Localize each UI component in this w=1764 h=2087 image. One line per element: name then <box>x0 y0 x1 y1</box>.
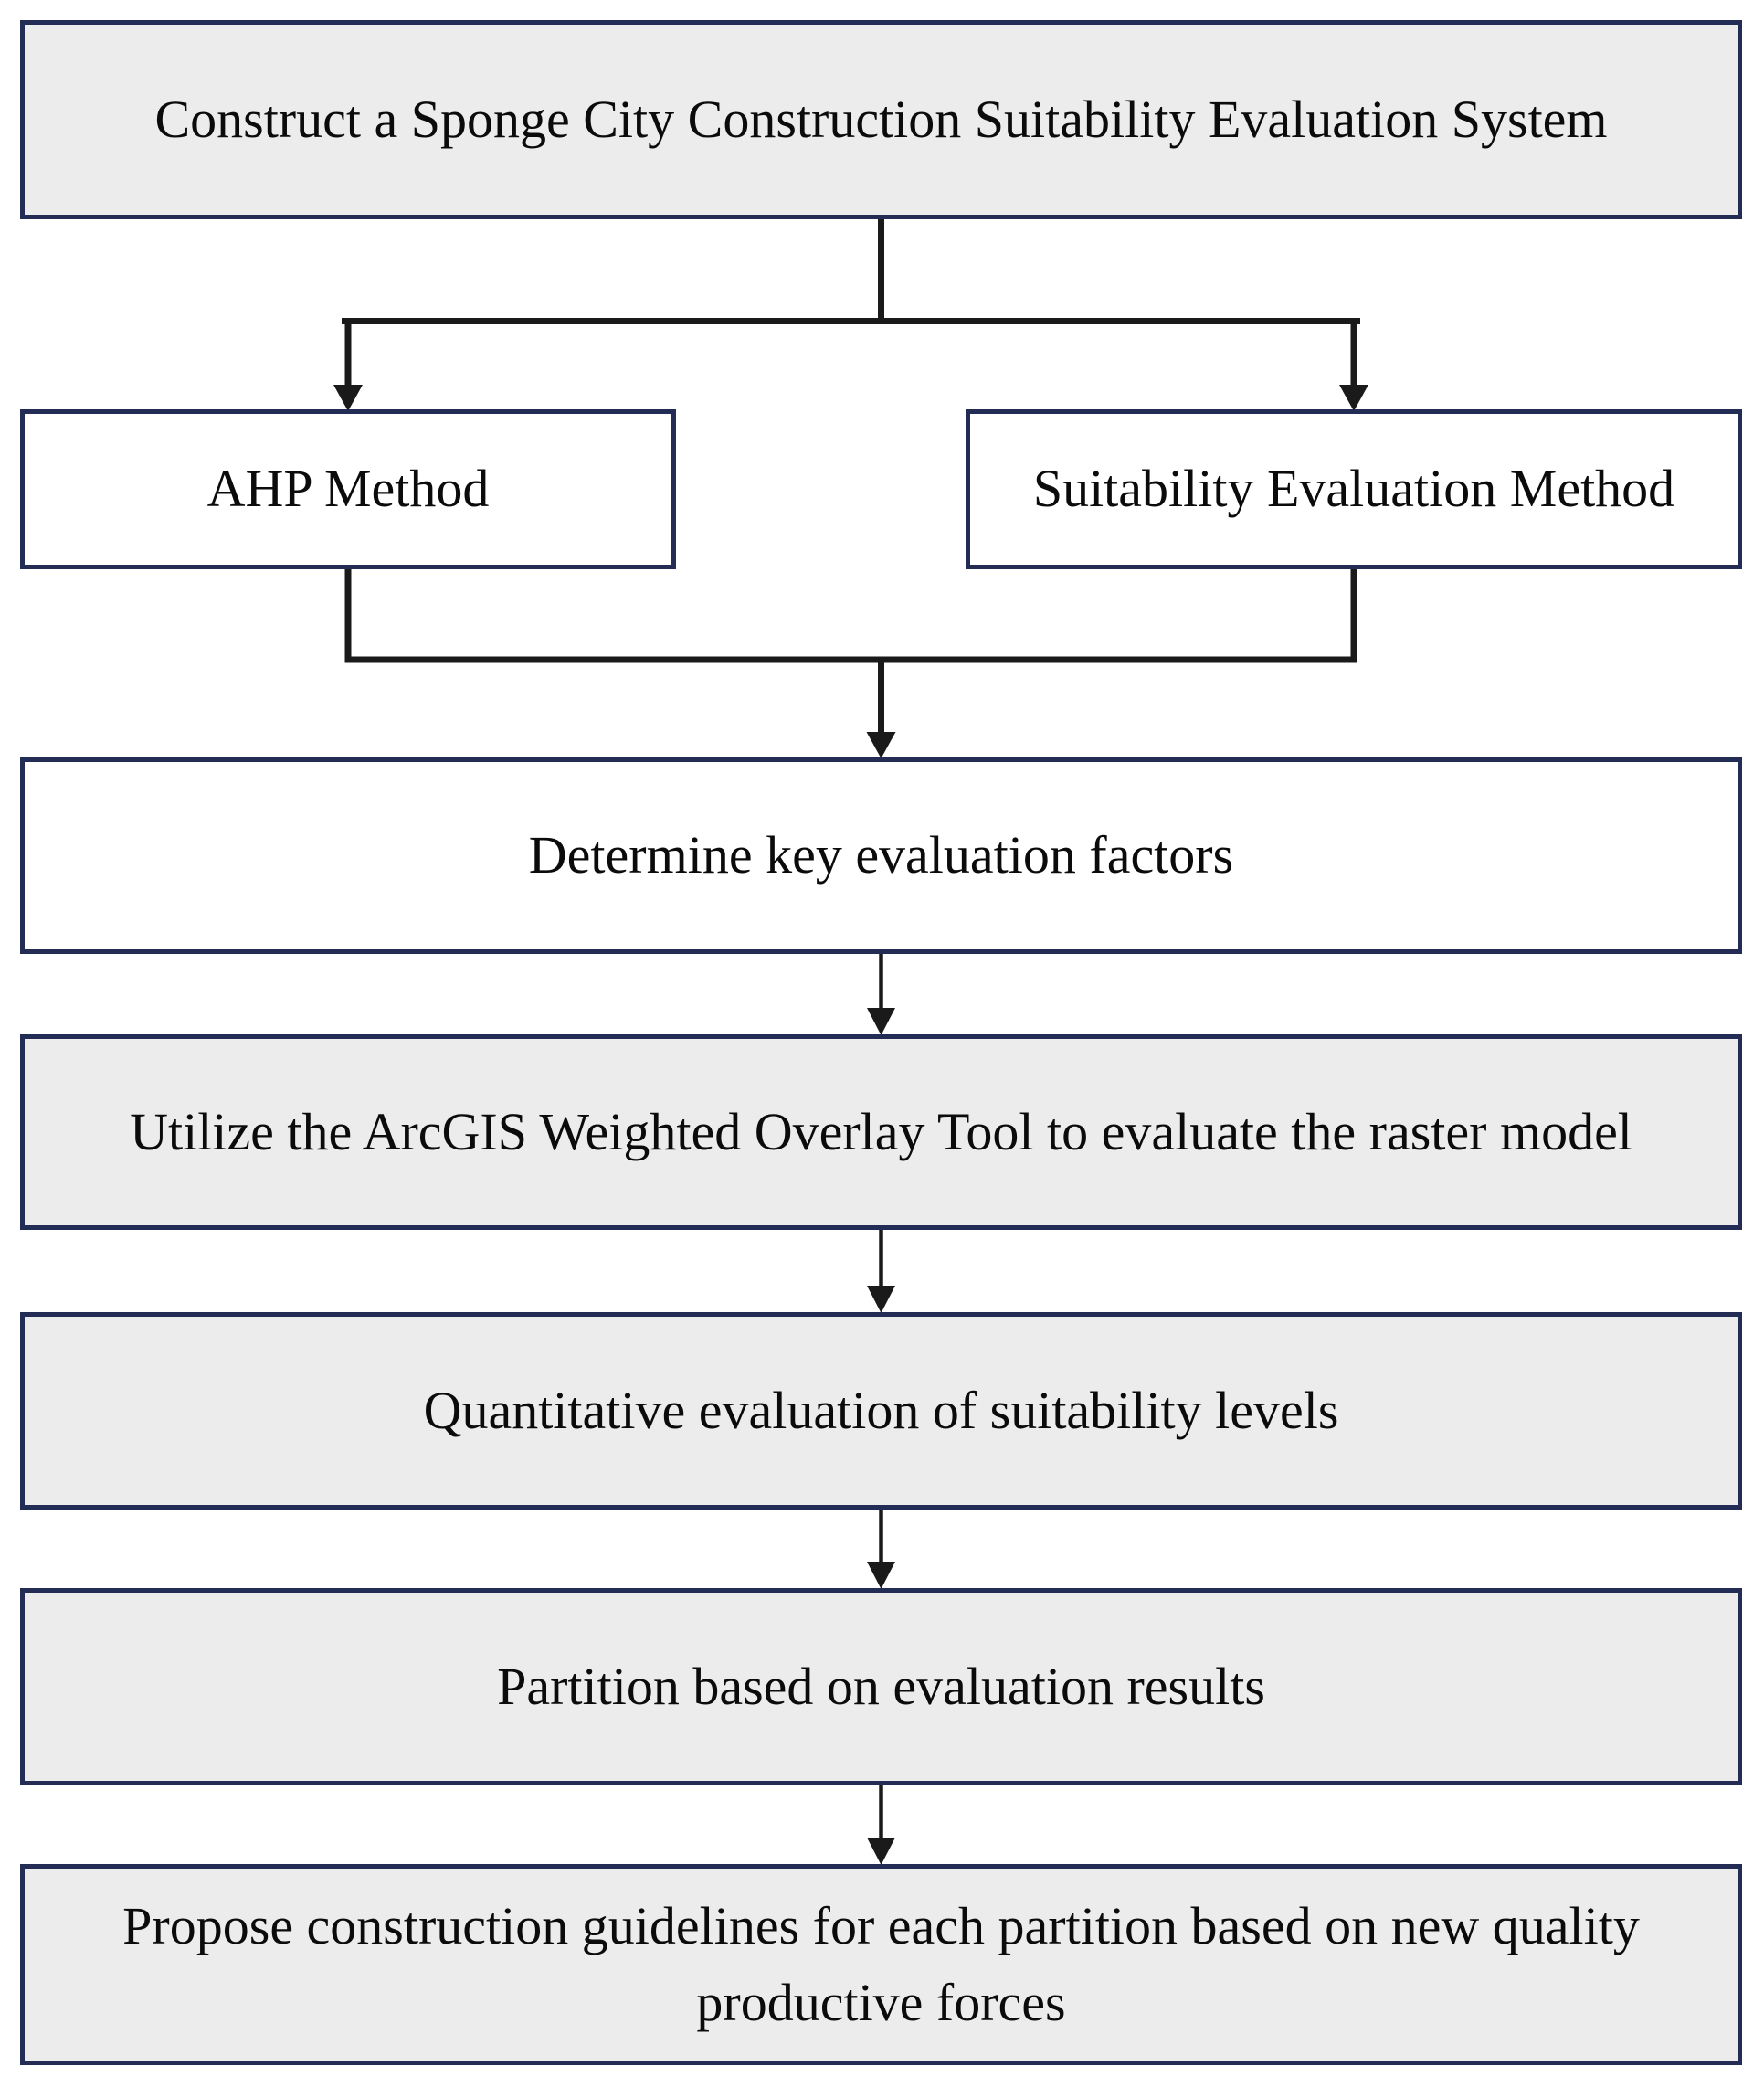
node-label: Quantitative evaluation of suitability l… <box>423 1380 1339 1440</box>
node-partition-results: Partition based on evaluation results <box>20 1588 1742 1785</box>
node-quantitative-evaluation: Quantitative evaluation of suitability l… <box>20 1312 1742 1510</box>
arrowhead-to-partition <box>867 1562 895 1589</box>
node-key-factors: Determine key evaluation factors <box>20 757 1742 954</box>
node-ahp-method: AHP Method <box>20 409 676 569</box>
node-label: Partition based on evaluation results <box>497 1656 1265 1716</box>
arrowhead-to-ahp <box>333 385 363 411</box>
node-construct-system: Construct a Sponge City Construction Sui… <box>20 20 1742 219</box>
node-label: Propose construction guidelines for each… <box>122 1895 1640 2032</box>
node-construction-guidelines: Propose construction guidelines for each… <box>20 1864 1742 2065</box>
node-label: Determine key evaluation factors <box>528 825 1234 885</box>
node-label: AHP Method <box>206 459 490 519</box>
arrowhead-to-key-factors <box>866 732 896 758</box>
node-suitability-method: Suitability Evaluation Method <box>966 409 1742 569</box>
node-label: Construct a Sponge City Construction Sui… <box>154 89 1608 149</box>
arrowhead-to-suitability <box>1339 385 1368 411</box>
arrowhead-to-quantitative <box>867 1286 895 1313</box>
arrowhead-to-guidelines <box>867 1838 895 1865</box>
arrowhead-to-arcgis <box>867 1008 895 1035</box>
node-arcgis-overlay: Utilize the ArcGIS Weighted Overlay Tool… <box>20 1034 1742 1230</box>
node-label: Suitability Evaluation Method <box>1032 459 1675 519</box>
node-label: Utilize the ArcGIS Weighted Overlay Tool… <box>130 1101 1632 1161</box>
